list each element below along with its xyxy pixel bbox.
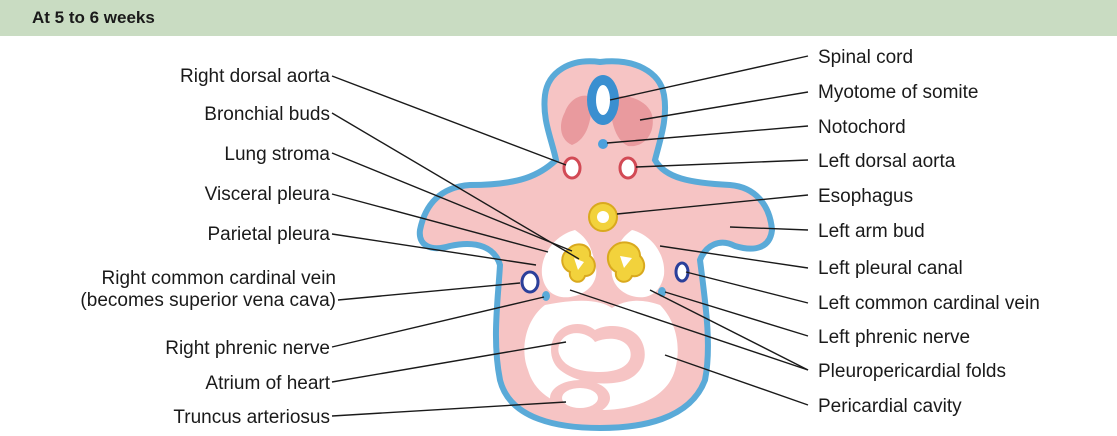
label-truncus-arteriosus: Truncus arteriosus	[173, 407, 330, 428]
label-left-common-cardinal-vein: Left common cardinal vein	[818, 293, 1040, 314]
right-common-cardinal-vein	[522, 272, 538, 292]
leader-left-dorsal-aorta	[636, 160, 808, 167]
label-myotome-of-somite: Myotome of somite	[818, 82, 979, 103]
left-dorsal-aorta	[620, 158, 636, 178]
label-esophagus: Esophagus	[818, 186, 913, 207]
notochord	[598, 139, 608, 149]
label-pericardial-cavity: Pericardial cavity	[818, 396, 962, 417]
label-pleuropericardial-folds: Pleuropericardial folds	[818, 361, 1006, 382]
left-labels: Right dorsal aorta Bronchial buds Lung s…	[80, 66, 336, 428]
label-right-common-cardinal-vein: Right common cardinal vein	[102, 268, 336, 289]
truncus-arteriosus	[550, 380, 610, 416]
label-left-dorsal-aorta: Left dorsal aorta	[818, 151, 956, 172]
leader-right-common-cardinal-vein	[338, 283, 520, 300]
label-left-arm-bud: Left arm bud	[818, 221, 925, 242]
spinal-cord	[587, 75, 619, 125]
label-right-phrenic-nerve: Right phrenic nerve	[165, 338, 330, 359]
leader-right-dorsal-aorta	[332, 76, 566, 165]
label-lung-stroma: Lung stroma	[224, 144, 330, 165]
right-dorsal-aorta	[564, 158, 580, 178]
label-becomes-superior-vena-cava: (becomes superior vena cava)	[80, 290, 336, 311]
esophagus	[589, 203, 617, 231]
label-left-phrenic-nerve: Left phrenic nerve	[818, 327, 970, 348]
label-spinal-cord: Spinal cord	[818, 47, 913, 68]
label-notochord: Notochord	[818, 117, 906, 138]
label-visceral-pleura: Visceral pleura	[205, 184, 331, 205]
right-phrenic-nerve	[542, 291, 550, 301]
label-parietal-pleura: Parietal pleura	[207, 224, 330, 245]
label-atrium-of-heart: Atrium of heart	[205, 373, 330, 394]
label-left-pleural-canal: Left pleural canal	[818, 258, 963, 279]
label-right-dorsal-aorta: Right dorsal aorta	[180, 66, 330, 87]
label-bronchial-buds: Bronchial buds	[204, 104, 330, 125]
right-labels: Spinal cord Myotome of somite Notochord …	[818, 47, 1040, 417]
